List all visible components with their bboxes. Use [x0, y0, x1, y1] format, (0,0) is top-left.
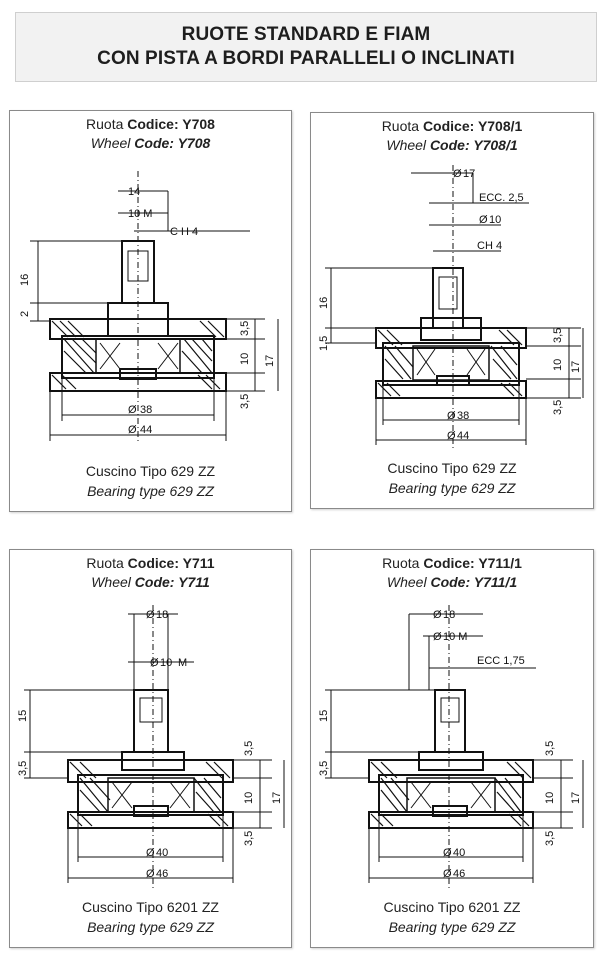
dim-h35b: 3,5: [552, 400, 564, 415]
dim-d18: 18: [443, 609, 455, 621]
title-line-1: RUOTE STANDARD E FIAM: [181, 24, 431, 45]
dim-d10: 10: [160, 657, 172, 669]
dim-h35a: 3,5: [544, 741, 556, 756]
title-box: RUOTE STANDARD E FIAM CON PISTA A BORDI …: [15, 12, 597, 82]
dim-h35a: 3,5: [552, 328, 564, 343]
dim-d10: 10: [489, 214, 501, 226]
panel-header: Ruota Codice: Y711/1 Wheel Code: Y711/1: [382, 555, 522, 590]
dim-h15: 1,5: [318, 336, 330, 351]
dim-h10: 10: [239, 353, 251, 365]
title-line-2: CON PISTA A BORDI PARALLELI O INCLINATI: [97, 48, 515, 69]
dim-d40: 40: [453, 847, 465, 859]
dim-h17: 17: [570, 361, 582, 373]
panel-header: Ruota Codice: Y711 Wheel Code: Y711: [86, 555, 215, 590]
wheel-drawing-y711-1: Ø 18 Ø 10 M ECC 1,75 15 3,5 3,5 10 17 3,…: [318, 605, 584, 888]
svg-text:Ø: Ø: [146, 609, 155, 621]
product-code: Y711/1: [478, 555, 522, 571]
bearing-en: Bearing type 629 ZZ: [388, 480, 516, 496]
panel-header: Ruota Codice: Y708/1 Wheel Code: Y708/1: [381, 118, 523, 153]
dim-h17: 17: [264, 355, 276, 367]
bearing-it: Cuscino Tipo 6201 ZZ: [82, 899, 219, 915]
dim-h10: 10: [544, 792, 556, 804]
panel-footer: Cuscino Tipo 629 ZZ Bearing type 629 ZZ: [10, 461, 291, 501]
svg-text:Ø: Ø: [128, 404, 137, 416]
wheel-drawing-y711: Ø 18 Ø 10 M 15 3,5 3,5 10 17 3,5 Ø 40 Ø …: [17, 605, 285, 888]
panel-y708: Ruota Codice: Y708 Wheel Code: Y708: [9, 110, 292, 512]
panel-y711-1: Ruota Codice: Y711/1 Wheel Code: Y711/1: [310, 549, 594, 948]
dim-ch: C H 4: [170, 226, 198, 238]
bearing-it: Cuscino Tipo 6201 ZZ: [383, 899, 521, 915]
svg-text:Ø: Ø: [433, 631, 442, 643]
dim-h35a: 3,5: [239, 321, 251, 336]
bearing-en: Bearing type 629 ZZ: [388, 919, 516, 935]
panel-header: Ruota Codice: Y708 Wheel Code: Y708: [86, 116, 215, 151]
dim-h10: 10: [243, 792, 255, 804]
dim-d44: 44: [457, 430, 469, 442]
panel-y711: Ruota Codice: Y711 Wheel Code: Y711: [9, 549, 292, 948]
wheel-drawing-y708-1: Ø 17 ECC. 2,5 Ø 10 CH 4 16 1,5 3,5 10 17…: [318, 165, 584, 448]
dim-d10m: 10 M: [443, 631, 467, 643]
dim-h35b: 3,5: [239, 394, 251, 409]
dim-h15: 15: [17, 710, 29, 722]
dim-h35a: 3,5: [243, 741, 255, 756]
bearing-en: Bearing type 629 ZZ: [87, 483, 214, 499]
svg-text:Ø: Ø: [443, 868, 452, 880]
dim-h2: 2: [19, 311, 31, 317]
panel-footer: Cuscino Tipo 6201 ZZ Bearing type 629 ZZ: [10, 897, 291, 937]
bearing-it: Cuscino Tipo 629 ZZ: [85, 463, 216, 479]
svg-text:Ø: Ø: [479, 214, 488, 226]
svg-text:Ø: Ø: [443, 847, 452, 859]
svg-text:Ø: Ø: [146, 847, 155, 859]
dim-d46: 46: [453, 868, 465, 880]
product-code: Y708: [182, 116, 215, 132]
dim-h10: 10: [552, 359, 564, 371]
svg-text:Ø: Ø: [128, 424, 137, 436]
dim-d10m: 10 M: [128, 208, 152, 220]
panel-footer: Cuscino Tipo 6201 ZZ Bearing type 629 ZZ: [311, 897, 593, 937]
bearing-en: Bearing type 629 ZZ: [87, 919, 214, 935]
svg-text:Ø: Ø: [433, 609, 442, 621]
product-code: Y708/1: [477, 118, 523, 134]
dim-ecc: ECC. 2,5: [479, 192, 524, 204]
bearing-it: Cuscino Tipo 629 ZZ: [387, 460, 517, 476]
dim-h35-left: 3,5: [318, 761, 330, 776]
dim-h16: 16: [19, 274, 31, 286]
svg-text:Ø: Ø: [447, 410, 456, 422]
panel-footer: Cuscino Tipo 629 ZZ Bearing type 629 ZZ: [311, 458, 593, 498]
dim-d40: 40: [156, 847, 168, 859]
dim-ch: CH 4: [477, 240, 502, 252]
dim-h17: 17: [271, 792, 283, 804]
dim-d38: 38: [457, 410, 469, 422]
dim-h15: 15: [318, 710, 330, 722]
dim-d44: 44: [140, 424, 152, 436]
dim-h16: 16: [318, 297, 330, 309]
svg-text:Ø: Ø: [447, 430, 456, 442]
dim-h35-left: 3,5: [17, 761, 29, 776]
dim-h17: 17: [570, 792, 582, 804]
panel-y708-1: Ruota Codice: Y708/1 Wheel Code: Y708/1: [310, 112, 594, 509]
dim-d18: 18: [156, 609, 168, 621]
dim-d46: 46: [156, 868, 168, 880]
dim-d17: 17: [463, 168, 475, 180]
dim-ecc: ECC 1,75: [477, 655, 525, 667]
wheel-drawing-y708: 14 10 M C H 4 16 2 3,5 10 17 3,5 38 44 Ø…: [19, 171, 279, 441]
svg-text:Ø: Ø: [146, 868, 155, 880]
dim-m: M: [178, 657, 187, 669]
dim-d38: 38: [140, 404, 152, 416]
svg-text:Ø: Ø: [150, 657, 159, 669]
dim-d14: 14: [128, 186, 140, 198]
svg-text:Ø: Ø: [453, 168, 462, 180]
product-code: Y711: [182, 555, 215, 571]
dim-h35b: 3,5: [544, 831, 556, 846]
dim-h35b: 3,5: [243, 831, 255, 846]
